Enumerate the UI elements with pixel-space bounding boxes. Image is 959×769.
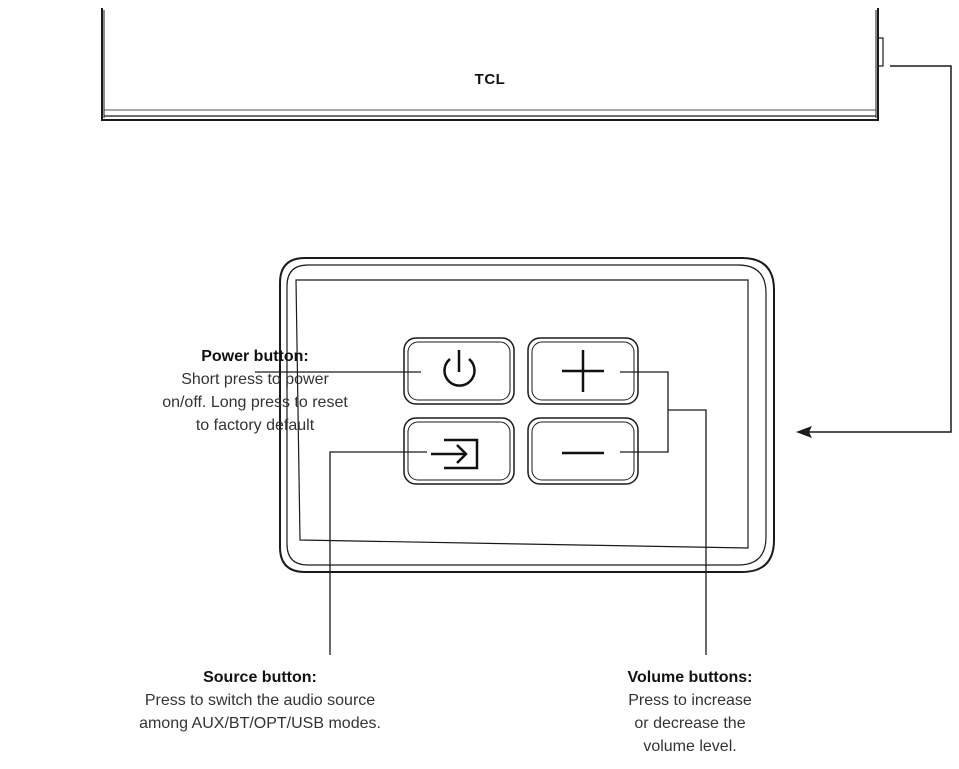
leader-lines (255, 371, 707, 655)
source-button-callout: Source button: Press to switch the audio… (110, 667, 410, 735)
power-button-callout: Power button: Short press to power on/of… (150, 346, 360, 437)
source-button[interactable] (403, 417, 515, 485)
volume-leader-drop (668, 409, 707, 655)
volume-buttons-title: Volume buttons: (627, 669, 753, 686)
volume-buttons-callout: Volume buttons: Press to increase or dec… (600, 667, 780, 758)
control-panel (279, 257, 775, 573)
power-button-desc-line: to factory default (195, 417, 315, 434)
zoom-arrow (796, 65, 952, 438)
power-button-title: Power button: (201, 348, 309, 365)
power-button[interactable] (403, 337, 515, 405)
volume-buttons-desc-line: or decrease the (634, 715, 746, 732)
volume-buttons-desc-line: volume level. (643, 738, 737, 755)
brand-logo: TCL (475, 71, 506, 88)
volume-up-button[interactable] (527, 337, 639, 405)
source-button-desc-line: among AUX/BT/OPT/USB modes. (139, 715, 381, 732)
power-button-desc-line: Short press to power (181, 371, 329, 388)
source-leader-line (329, 451, 427, 655)
source-button-desc-line: Press to switch the audio source (144, 692, 376, 709)
arrow-head-icon (796, 426, 812, 438)
power-icon (443, 350, 476, 387)
power-button-desc-line: on/off. Long press to reset (162, 394, 348, 411)
volume-buttons-desc-line: Press to increase (628, 692, 752, 709)
volume-down-button[interactable] (527, 417, 639, 485)
source-icon (431, 438, 479, 470)
source-button-title: Source button: (203, 669, 317, 686)
plus-icon (562, 350, 604, 392)
volume-leader-line (620, 371, 669, 453)
soundbar: TCL (101, 8, 884, 121)
